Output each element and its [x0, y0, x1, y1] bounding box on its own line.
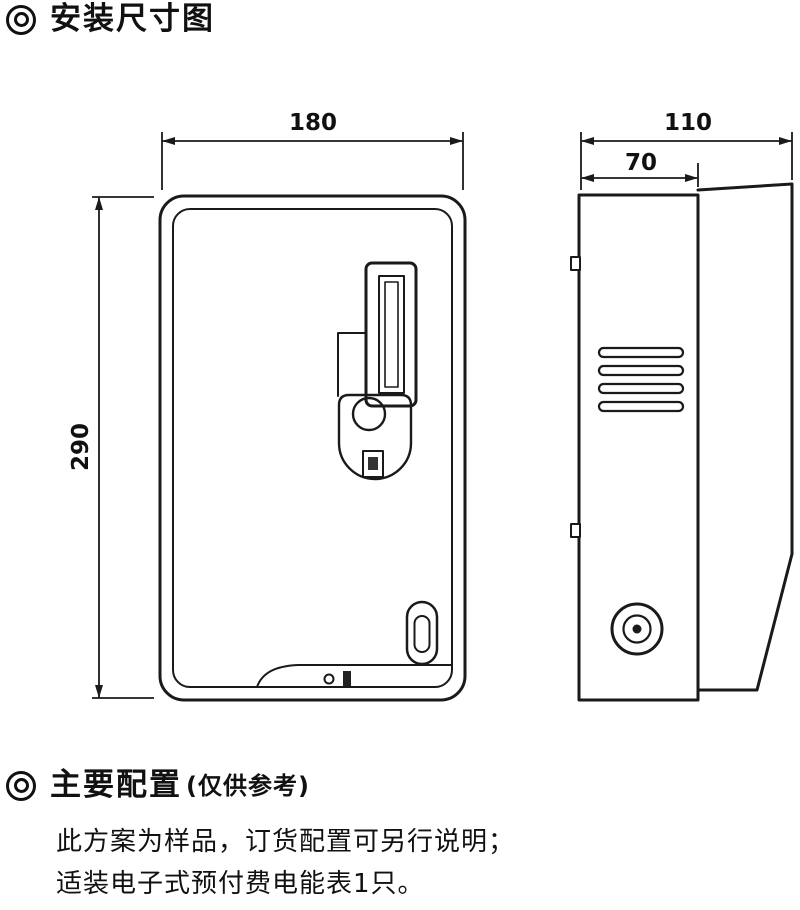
- dimension-110: 110: [580, 110, 793, 190]
- note-line: 此方案为样品，订货配置可另行说明；: [56, 827, 516, 857]
- arrow-down-icon: [95, 685, 103, 698]
- dim-label-front-width: 180: [289, 110, 337, 136]
- hinge-mark: [570, 256, 581, 271]
- hinge-mark: [570, 523, 581, 538]
- dimension-290: 290: [68, 196, 154, 699]
- dimension-70: 70: [581, 150, 699, 187]
- installation-dimension-drawing: 180 290 110: [68, 110, 794, 702]
- keyhole: [405, 600, 439, 666]
- arrow-left-icon: [581, 137, 594, 145]
- front-outer-outline: [158, 194, 467, 702]
- dim-label-front-height: 290: [68, 423, 94, 471]
- section-header-configuration: 主要配置 (仅供参考): [6, 770, 310, 801]
- arrow-left-icon: [581, 174, 594, 182]
- bullseye-icon: [6, 4, 36, 35]
- dimension-180: 180: [161, 110, 464, 190]
- vent-slots: [597, 346, 685, 413]
- section-title-suffix: (仅供参考): [186, 771, 310, 800]
- dim-label-side-total-depth: 110: [664, 110, 712, 136]
- bullseye-icon: [6, 770, 36, 801]
- coin-return-button: [362, 450, 384, 478]
- front-inner-outline: [172, 208, 453, 688]
- side-body-outline: [577, 193, 700, 702]
- section-header-dimensions: 安装尺寸图: [6, 4, 215, 35]
- lock-knob: [610, 602, 664, 656]
- side-door-outline: [696, 182, 794, 692]
- configuration-notes: 此方案为样品，订货配置可另行说明； 适装电子式预付费电能表1只。: [56, 822, 515, 905]
- section-title: 安装尺寸图: [50, 1, 215, 37]
- arrow-left-icon: [162, 137, 175, 145]
- section-title: 主要配置: [50, 767, 182, 803]
- bottom-seam-line: [256, 664, 453, 688]
- side-view: [570, 182, 794, 702]
- coin-slot: [364, 261, 418, 408]
- indicator-dot: [323, 673, 335, 685]
- arrow-right-icon: [685, 174, 698, 182]
- coin-channel-line: [337, 332, 367, 397]
- front-view: [158, 194, 467, 702]
- arrow-up-icon: [95, 197, 103, 210]
- arrow-right-icon: [779, 137, 792, 145]
- coin-return-knob: [351, 396, 387, 432]
- latch-mark: [343, 671, 351, 686]
- arrow-right-icon: [450, 137, 463, 145]
- note-line: 适装电子式预付费电能表1只。: [56, 868, 425, 899]
- coin-return: [337, 393, 413, 481]
- dim-label-side-body-depth: 70: [625, 150, 657, 176]
